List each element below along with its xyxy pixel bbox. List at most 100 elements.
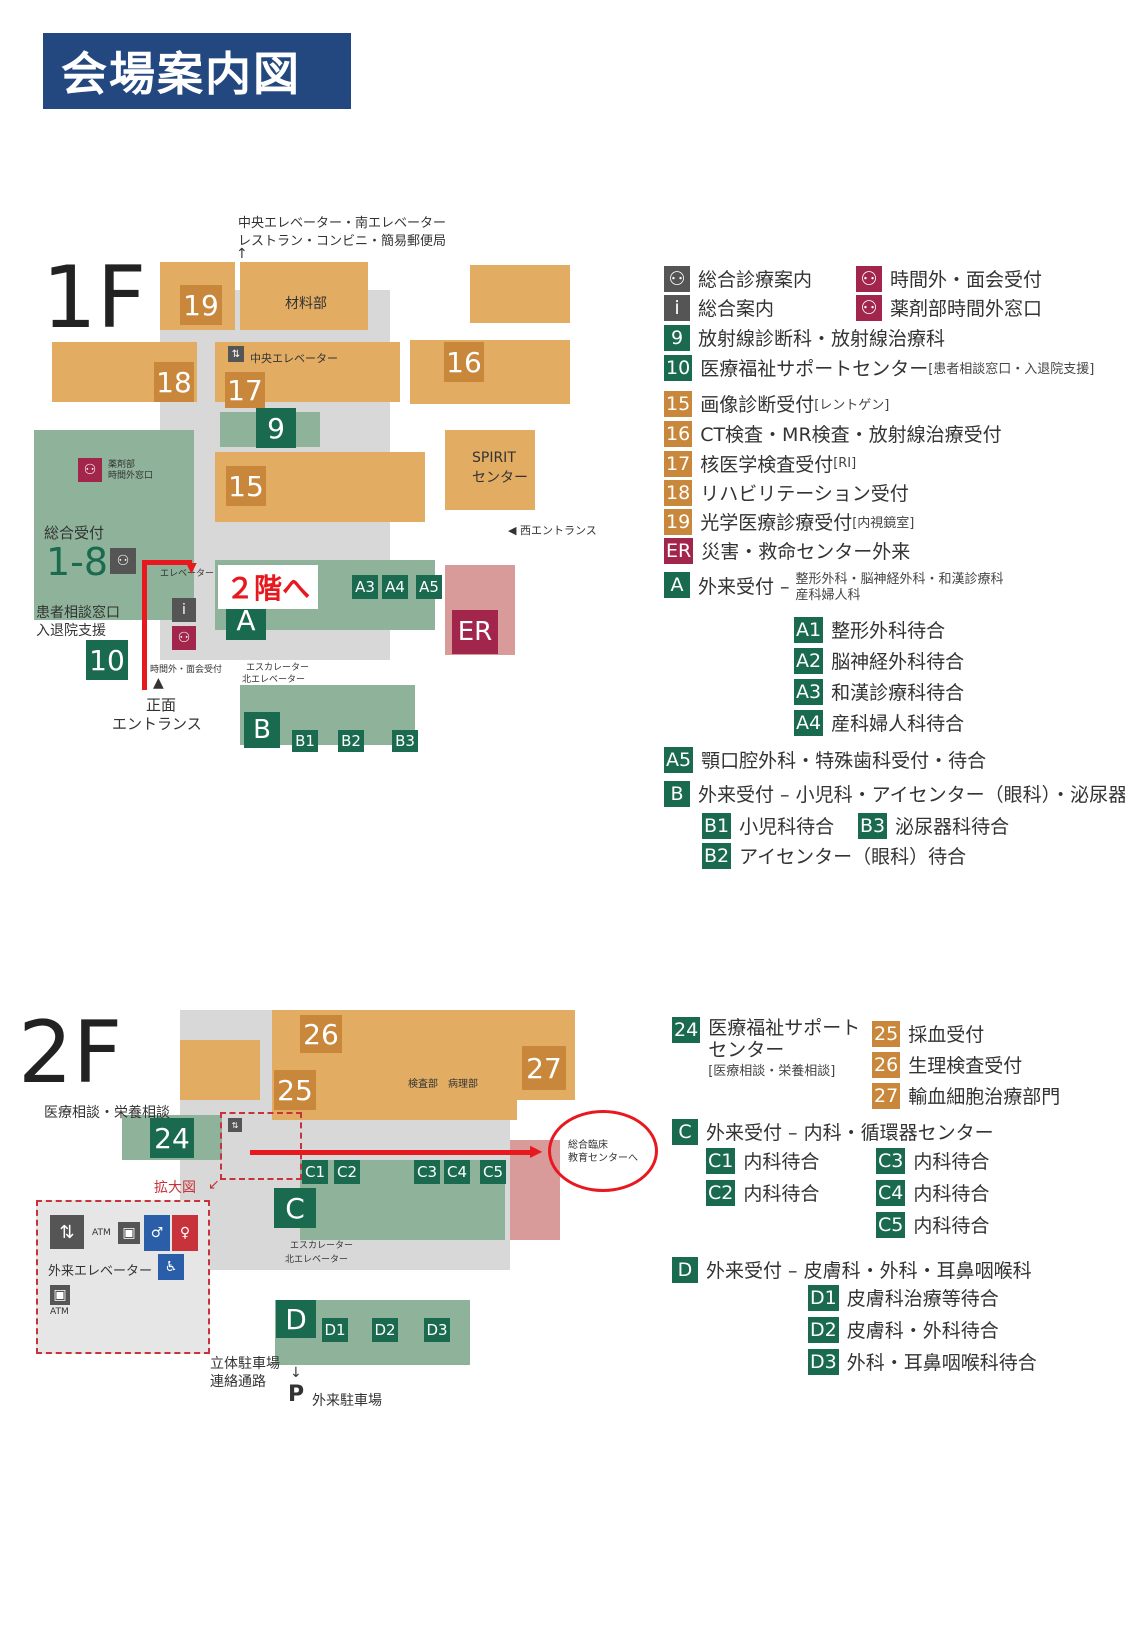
spirit-line2: センター [472, 470, 528, 486]
arrow-down-icon: ▼ [186, 560, 197, 576]
room-b[interactable]: B [244, 712, 280, 748]
room-c2[interactable]: C2 [334, 1160, 360, 1184]
north-elevator-label: 北エレベーター [285, 1255, 349, 1265]
kanja-soudan-line2: 入退院支援 [36, 623, 106, 639]
room-d1[interactable]: D1 [322, 1318, 348, 1342]
kanja-soudan-line1: 患者相談窓口 [36, 605, 120, 621]
shomen-line1: 正面 [146, 696, 177, 714]
room-27[interactable]: 27 [522, 1046, 566, 1090]
room-16[interactable]: 16 [444, 342, 484, 382]
atm-label: ATM [50, 1307, 69, 1317]
floor1-label: 1F [42, 248, 147, 348]
info-desk-icon: ⚇ [664, 265, 690, 292]
room-d2[interactable]: D2 [372, 1318, 398, 1342]
zairyobu-area [240, 262, 368, 330]
room-25-left-area [180, 1040, 260, 1100]
info-desk-icon: ⚇ [110, 548, 136, 574]
sogo-uketsuke-label: 総合受付 [44, 524, 105, 542]
mens-restroom-icon: ♂ [144, 1215, 170, 1251]
room-25[interactable]: 25 [274, 1070, 316, 1110]
room-er[interactable]: ER [452, 610, 498, 654]
room-c-area [300, 1160, 505, 1240]
room-c5[interactable]: C5 [480, 1160, 506, 1184]
spirit-area [445, 430, 535, 510]
accessible-restroom-icon: ♿ [158, 1254, 184, 1280]
room-26[interactable]: 26 [300, 1015, 342, 1053]
room-9[interactable]: 9 [256, 408, 296, 448]
range-1-8: 1-8 [46, 540, 109, 584]
parking-link-line2: 連絡通路 [210, 1374, 266, 1390]
room-24[interactable]: 24 [150, 1118, 194, 1158]
parking-label: 外来駐車場 [312, 1393, 382, 1409]
room-a4[interactable]: A4 [382, 575, 408, 599]
legend-item: ⚇薬剤部時間外窓口 [856, 294, 1042, 321]
room-16-area [410, 340, 570, 404]
west-entrance-label: ◀ 西エントランス [508, 524, 597, 537]
reception-icon: ⚇ [172, 626, 196, 650]
room-19[interactable]: 19 [180, 285, 222, 325]
top-note-line2: レストラン・コンビニ・簡易郵便局 [238, 234, 447, 249]
legend-item: ⚇総合診療案内 [664, 265, 812, 292]
room-b2[interactable]: B2 [338, 730, 364, 752]
room-10[interactable]: 10 [86, 640, 128, 680]
floor2-label: 2F [18, 1003, 123, 1103]
reception-icon: ⚇ [856, 294, 882, 321]
arrow-right-icon: ▶ [530, 1141, 543, 1160]
reception-icon: ⚇ [856, 265, 882, 292]
room-17[interactable]: 17 [225, 372, 265, 408]
route-vertical [142, 560, 147, 690]
womens-restroom-icon: ♀ [172, 1215, 198, 1251]
room-c3[interactable]: C3 [414, 1160, 440, 1184]
elevator-small-label: エレベーター [160, 569, 215, 579]
escalator-label: エスカレーター [290, 1241, 354, 1251]
room-18[interactable]: 18 [154, 362, 194, 402]
room-c[interactable]: C [274, 1188, 316, 1228]
reception-icon: ⚇ [78, 458, 102, 482]
chuo-elevator-label: 中央エレベーター [250, 352, 338, 365]
spirit-line1: SPIRIT [472, 450, 516, 466]
shomen-line2: エントランス [112, 715, 202, 733]
jikangai-label: 時間外・面会受付 [150, 665, 223, 675]
iryou-soudan-label: 医療相談・栄養相談 [44, 1105, 170, 1121]
nikai-he-label: ２階へ [218, 565, 319, 609]
elevator-icon: ⇅ [50, 1215, 84, 1249]
page-title: 会場案内図 [43, 33, 351, 109]
room-d3[interactable]: D3 [424, 1318, 450, 1342]
escalator-label: エスカレーター [246, 663, 310, 673]
room-d[interactable]: D [276, 1300, 316, 1338]
room-c4[interactable]: C4 [444, 1160, 470, 1184]
info-icon: i [664, 294, 690, 321]
room-c1[interactable]: C1 [302, 1160, 328, 1184]
atm-label: ATM [92, 1228, 111, 1238]
room-b1[interactable]: B1 [292, 730, 318, 752]
kakudaizu-label: 拡大図 [154, 1180, 196, 1196]
education-center-circle [548, 1110, 658, 1192]
room-b3[interactable]: B3 [392, 730, 418, 752]
arrow-icon: ↙ [208, 1177, 220, 1193]
room-a5[interactable]: A5 [416, 575, 442, 599]
sogo-rinsho-line1: 総合臨床 [568, 1140, 608, 1151]
room-a3[interactable]: A3 [352, 575, 378, 599]
room-15[interactable]: 15 [226, 466, 266, 506]
gairai-elevator-label: 外来エレベーター [48, 1264, 153, 1279]
